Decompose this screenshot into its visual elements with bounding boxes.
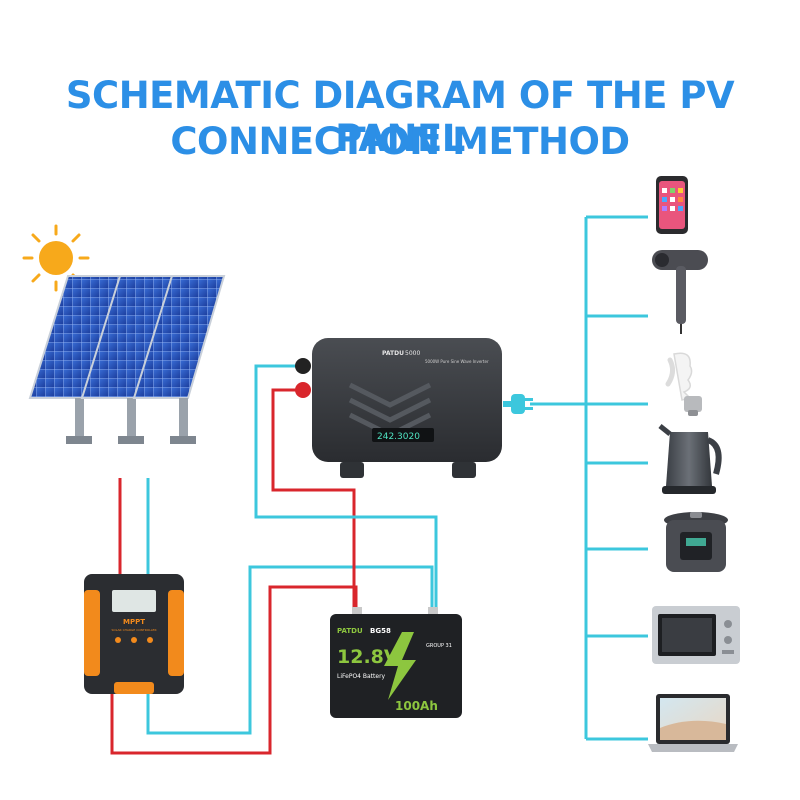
battery-chemistry: LiFePO4 Battery <box>337 673 386 680</box>
laptop-icon <box>648 694 738 752</box>
inverter-brand: PATDU <box>382 350 404 357</box>
battery-voltage: 12.8V <box>337 646 399 668</box>
inverter-icon: PATDU 5000 5000W Pure Sine Wave Inverter… <box>295 338 502 478</box>
solar-panel <box>132 275 226 444</box>
battery-capacity: 100Ah <box>395 699 438 713</box>
controller-battery-positive-wire <box>110 585 358 755</box>
inverter-battery-negative-wire <box>254 364 438 615</box>
bulb-icon <box>665 352 702 416</box>
plug-icon <box>503 394 533 414</box>
battery-icon: PATDU BG58 12.8V LiFePO4 Battery 100Ah G… <box>330 607 462 718</box>
controller-brand: MPPT <box>123 618 145 626</box>
oven-icon <box>652 606 740 664</box>
solar-panel-icon <box>28 275 226 444</box>
battery-series: BG58 <box>370 627 391 635</box>
ac-branch-wire <box>586 215 648 741</box>
wiring <box>110 215 648 755</box>
charge-controller-icon: MPPT SOLAR CHARGE CONTROLLER <box>84 574 184 694</box>
inverter-subtitle: 5000W Pure Sine Wave Inverter <box>425 359 489 364</box>
sun-icon <box>22 224 90 292</box>
battery-brand: PATDU <box>337 627 363 635</box>
controller-subtitle: SOLAR CHARGE CONTROLLER <box>111 628 156 632</box>
battery-group: GROUP 31 <box>426 643 452 649</box>
diagram-title-line-1: SCHEMATIC DIAGRAM OF THE PV PANEL <box>65 74 735 160</box>
hair-dryer-icon <box>652 250 708 334</box>
inverter-battery-positive-wire <box>271 388 356 615</box>
phone-icon <box>656 176 688 234</box>
inverter-model: 5000 <box>405 350 420 357</box>
inverter-display: 242.3020 <box>377 432 420 442</box>
kettle-icon <box>658 424 722 494</box>
controller-battery-negative-wire <box>146 565 434 735</box>
diagram-title-line-2: CONNECTION METHOD <box>170 120 630 163</box>
rice-cooker-icon <box>664 512 728 572</box>
